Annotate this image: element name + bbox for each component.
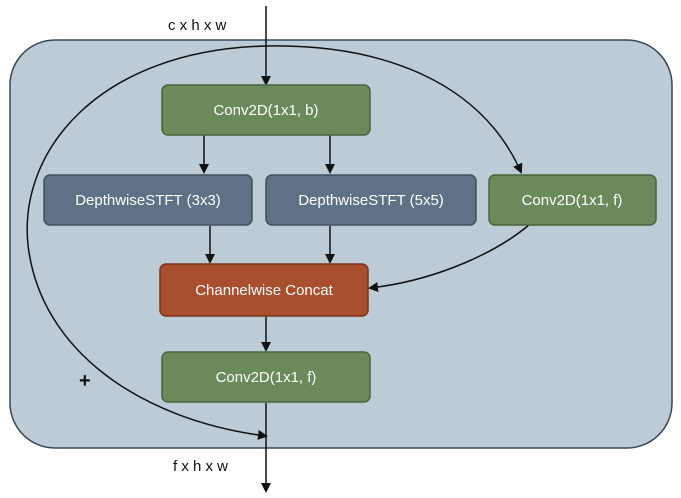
conv-out-node: Conv2D(1x1, f): [161, 351, 371, 403]
input-shape-label: c x h x w: [168, 17, 227, 34]
concat-label: Channelwise Concat: [195, 282, 333, 299]
residual-arrow: [26, 45, 268, 440]
concat-node: Channelwise Concat: [159, 263, 369, 317]
conv-in-node: Conv2D(1x1, b): [161, 84, 371, 136]
output-shape-label: f x h x w: [173, 458, 228, 475]
conv-skip-node: Conv2D(1x1, f): [488, 174, 657, 226]
conv-in-label: Conv2D(1x1, b): [213, 102, 318, 119]
residual-plus-sign: +: [79, 370, 91, 392]
skip-arrow: [265, 45, 523, 174]
block-container: [9, 39, 673, 449]
conv-out-label: Conv2D(1x1, f): [216, 369, 317, 386]
skip-to-concat-arrow: [368, 223, 531, 293]
stft-3x3-label: DepthwiseSTFT (3x3): [75, 192, 221, 209]
stft-5x5-label: DepthwiseSTFT (5x5): [298, 192, 444, 209]
conv-skip-label: Conv2D(1x1, f): [522, 192, 623, 209]
stft-5x5-node: DepthwiseSTFT (5x5): [265, 174, 477, 226]
stft-3x3-node: DepthwiseSTFT (3x3): [43, 174, 253, 226]
